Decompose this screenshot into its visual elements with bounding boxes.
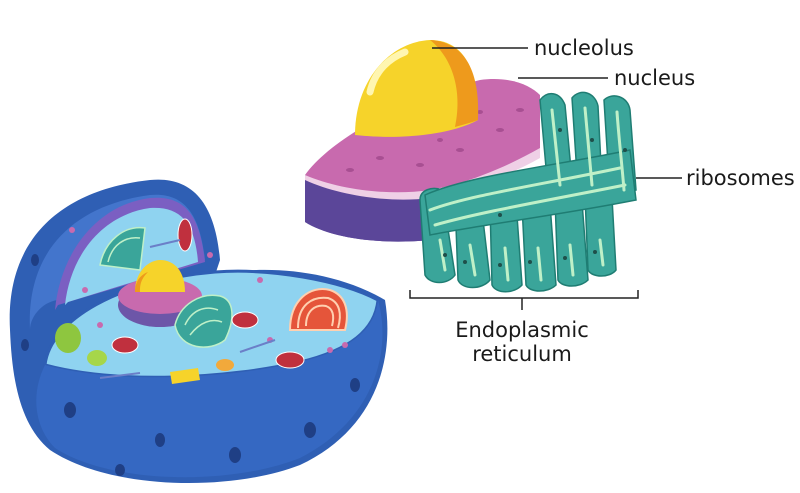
er-label-line2: reticulum [472,342,572,367]
nucleolus-label: nucleolus [534,36,634,60]
ribosomes-label: ribosomes [686,166,795,190]
er-label-line1: Endoplasmic [455,318,589,342]
endoplasmic-reticulum-illustration [419,91,637,293]
er-bracket [409,290,639,299]
cell-cross-section-illustration [9,179,388,484]
nucleus-illustration [305,40,540,242]
nucleus-label: nucleus [614,66,696,90]
leader-lines [409,47,682,310]
er-label: Endoplasmic reticulum [452,318,592,366]
